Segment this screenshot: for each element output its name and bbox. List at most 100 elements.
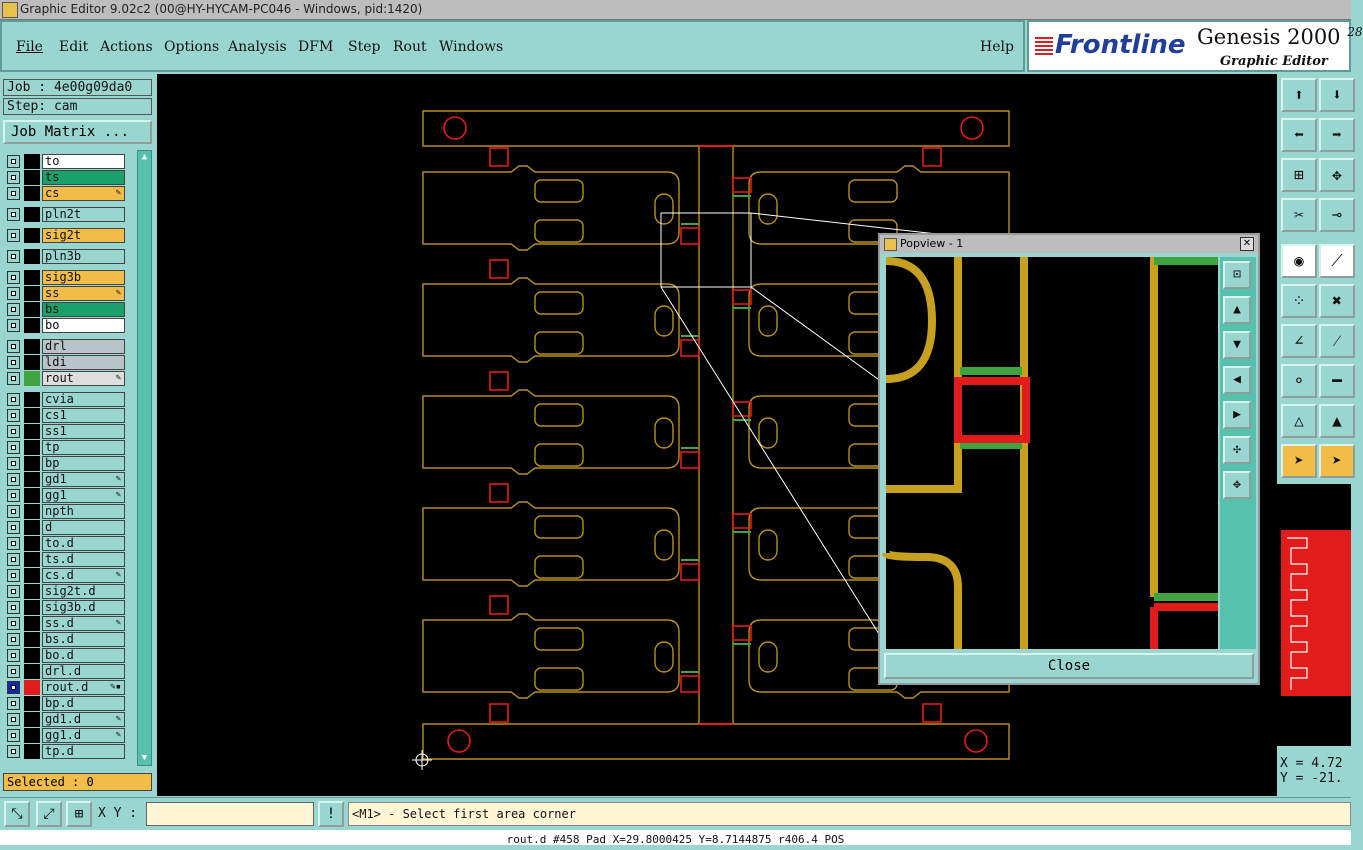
layer-name[interactable]: cs✎ (42, 186, 125, 201)
layer-name[interactable]: cs.d✎ (42, 568, 125, 583)
board-drawing[interactable] (157, 74, 1277, 796)
window-titlebar[interactable]: Graphic Editor 9.02c2 (00@HY-HYCAM-PC046… (0, 0, 1351, 20)
layer-checkbox[interactable] (7, 569, 20, 582)
layer-color-swatch[interactable] (24, 270, 40, 285)
layer-name[interactable]: bp (42, 456, 125, 471)
popview-zoom-in-icon[interactable]: ✣ (1223, 436, 1251, 464)
layer-color-swatch[interactable] (24, 371, 40, 386)
layer-color-swatch[interactable] (24, 520, 40, 535)
layer-color-swatch[interactable] (24, 286, 40, 301)
layer-checkbox[interactable] (7, 356, 20, 369)
layer-checkbox[interactable] (7, 649, 20, 662)
layer-checkbox[interactable] (7, 713, 20, 726)
snap-tool-icon[interactable]: ⊸ (1319, 198, 1355, 232)
layer-color-swatch[interactable] (24, 154, 40, 169)
line-tool-icon[interactable]: ⟋ (1319, 244, 1355, 278)
layer-color-swatch[interactable] (24, 355, 40, 370)
layer-color-swatch[interactable] (24, 552, 40, 567)
layer-row-rout-d[interactable]: rout.d✎▪ (7, 680, 125, 695)
layer-row-npth[interactable]: npth (7, 504, 125, 519)
layer-checkbox[interactable] (7, 303, 20, 316)
layer-color-swatch[interactable] (24, 318, 40, 333)
layer-color-swatch[interactable] (24, 440, 40, 455)
layer-name[interactable]: gd1.d✎ (42, 712, 125, 727)
layer-checkbox[interactable] (7, 441, 20, 454)
layer-color-swatch[interactable] (24, 712, 40, 727)
layer-row-cs1[interactable]: cs1 (7, 408, 125, 423)
layer-checkbox[interactable] (7, 457, 20, 470)
layer-name[interactable]: bs (42, 302, 125, 317)
layer-row-ts[interactable]: ts (7, 170, 125, 185)
angle-tool-icon[interactable]: ∠ (1281, 324, 1317, 358)
layer-color-swatch[interactable] (24, 600, 40, 615)
layer-name[interactable]: tp (42, 440, 125, 455)
layer-name[interactable]: gg1✎ (42, 488, 125, 503)
layer-checkbox[interactable] (7, 537, 20, 550)
menu-help[interactable]: Help (980, 39, 1014, 55)
slash-tool-icon[interactable]: ⁄ (1319, 324, 1355, 358)
layer-checkbox[interactable] (7, 425, 20, 438)
layer-name[interactable]: pln3b (42, 249, 125, 264)
measure-area-icon[interactable]: ⤢ (36, 801, 62, 827)
layer-row-sig3b[interactable]: sig3b (7, 270, 125, 285)
popview-canvas[interactable] (882, 257, 1218, 649)
layer-color-swatch[interactable] (24, 616, 40, 631)
layer-row-cvia[interactable]: cvia (7, 392, 125, 407)
layer-name[interactable]: gd1✎ (42, 472, 125, 487)
menu-edit[interactable]: Edit (59, 39, 89, 55)
layer-checkbox[interactable] (7, 489, 20, 502)
layer-color-swatch[interactable] (24, 249, 40, 264)
layer-row-gg1[interactable]: gg1✎ (7, 488, 125, 503)
layer-scrollbar[interactable]: ▲ ▼ (137, 150, 152, 766)
layer-color-swatch[interactable] (24, 728, 40, 743)
layer-name[interactable]: sig3b (42, 270, 125, 285)
xy-input[interactable] (146, 802, 314, 826)
menu-analysis[interactable]: Analysis (228, 39, 287, 55)
layer-checkbox[interactable] (7, 745, 20, 758)
layer-row-cs[interactable]: cs✎ (7, 186, 125, 201)
layer-name[interactable]: cvia (42, 392, 125, 407)
layer-checkbox[interactable] (7, 601, 20, 614)
layer-row-gd1[interactable]: gd1✎ (7, 472, 125, 487)
layer-name[interactable]: sig2t.d (42, 584, 125, 599)
layer-color-swatch[interactable] (24, 392, 40, 407)
zoom-area-icon[interactable]: ⤡ (4, 801, 30, 827)
layer-checkbox[interactable] (7, 521, 20, 534)
layer-row-bo[interactable]: bo (7, 318, 125, 333)
select-tool-icon[interactable]: ◉ (1281, 244, 1317, 278)
menu-file[interactable]: File (16, 39, 43, 55)
layer-row-ss1[interactable]: ss1 (7, 424, 125, 439)
layer-color-swatch[interactable] (24, 664, 40, 679)
layer-name[interactable]: bs.d (42, 632, 125, 647)
layer-color-swatch[interactable] (24, 568, 40, 583)
layer-row-bp-d[interactable]: bp.d (7, 696, 125, 711)
layer-color-swatch[interactable] (24, 170, 40, 185)
layer-checkbox[interactable] (7, 271, 20, 284)
layer-name[interactable]: drl (42, 339, 125, 354)
layer-color-swatch[interactable] (24, 424, 40, 439)
layer-checkbox[interactable] (7, 229, 20, 242)
layer-name[interactable]: to.d (42, 536, 125, 551)
menu-actions[interactable]: Actions (100, 39, 153, 55)
popview-close-icon[interactable]: ✕ (1240, 237, 1254, 251)
menu-rout[interactable]: Rout (393, 39, 427, 55)
layer-checkbox[interactable] (7, 171, 20, 184)
layer-checkbox[interactable] (7, 155, 20, 168)
layer-checkbox[interactable] (7, 473, 20, 486)
overview-minimap[interactable] (1277, 484, 1351, 746)
layer-row-ss[interactable]: ss✎ (7, 286, 125, 301)
layer-name[interactable]: drl.d (42, 664, 125, 679)
zoom-home-tool-icon[interactable]: ✥ (1319, 158, 1355, 192)
layer-name[interactable]: cs1 (42, 408, 125, 423)
layer-name[interactable]: gg1.d✎ (42, 728, 125, 743)
layer-name[interactable]: bo.d (42, 648, 125, 663)
layer-color-swatch[interactable] (24, 696, 40, 711)
layer-row-bo-d[interactable]: bo.d (7, 648, 125, 663)
layer-checkbox[interactable] (7, 553, 20, 566)
layer-row-tp-d[interactable]: tp.d (7, 744, 125, 759)
layer-checkbox[interactable] (7, 409, 20, 422)
layer-row-rout[interactable]: rout✎ (7, 371, 125, 386)
layer-color-swatch[interactable] (24, 488, 40, 503)
pan-down-tool-icon[interactable]: ⬇ (1319, 78, 1355, 112)
triangle-outline-tool-icon[interactable]: ▲ (1319, 404, 1355, 438)
